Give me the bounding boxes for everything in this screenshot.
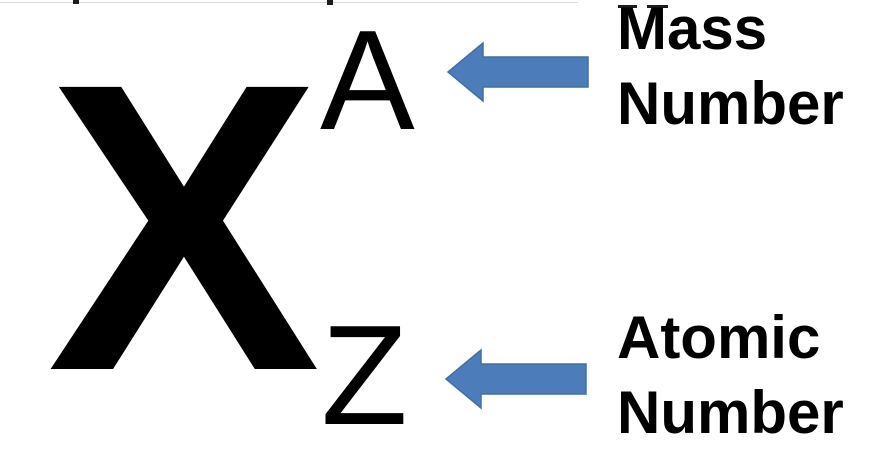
left-arrow-icon xyxy=(444,348,587,410)
left-arrow-shape xyxy=(446,41,589,103)
atomic-number-symbol: Z xyxy=(321,296,408,455)
left-arrow-shape xyxy=(444,348,587,410)
mass-number-label-line2: Number xyxy=(617,70,844,137)
atomic-number-label-line2: Number xyxy=(617,379,844,446)
mass-number-label-line1: Mass xyxy=(617,0,768,62)
mass-number-symbol: A xyxy=(320,1,415,160)
crop-artifact-mark xyxy=(327,0,333,5)
mass-number-label: Mass Number xyxy=(617,0,844,141)
atomic-number-label-line1: Atomic xyxy=(617,304,821,371)
atomic-number-label: Atomic Number xyxy=(617,300,844,450)
crop-artifact-mark xyxy=(647,5,668,8)
crop-artifact-mark xyxy=(73,0,79,4)
left-arrow-icon xyxy=(446,41,589,103)
element-symbol: X xyxy=(47,0,321,456)
crop-artifact-line xyxy=(0,2,578,3)
crop-artifact-mark xyxy=(618,5,637,8)
